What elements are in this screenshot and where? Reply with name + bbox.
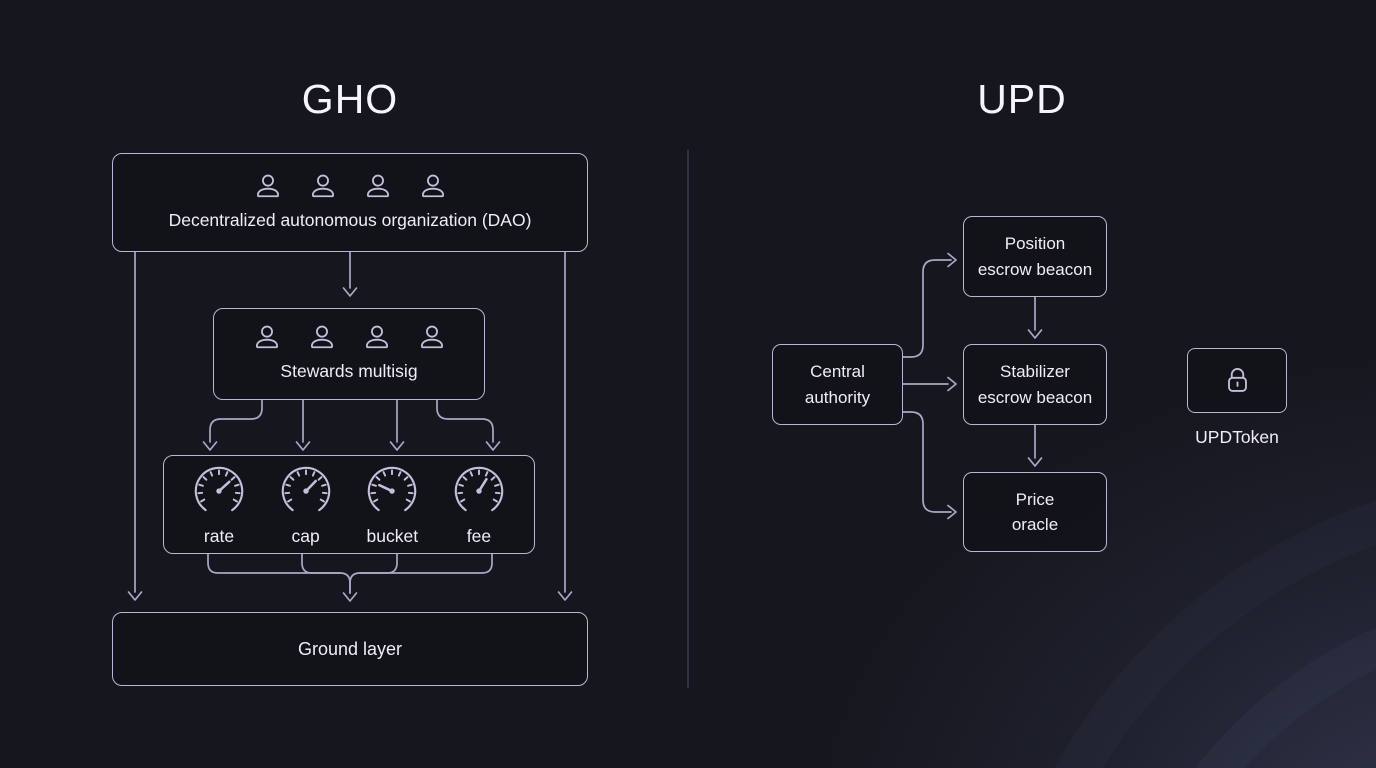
- updtoken-box: [1187, 348, 1287, 413]
- arrow-dao-to-stewards: [342, 251, 358, 297]
- gauge-label: bucket: [366, 525, 419, 546]
- position-beacon-line1: Position: [1004, 234, 1066, 253]
- arrow-stabilizer-to-price: [1027, 424, 1043, 467]
- arrows-stewards-to-gauges: [202, 399, 501, 451]
- dao-label: Decentralized autonomous organization (D…: [168, 209, 532, 230]
- gauge-label: rate: [203, 525, 235, 546]
- lock-icon: [1227, 368, 1247, 392]
- person-icon: [366, 174, 389, 198]
- central-authority-line1: Central: [810, 362, 865, 381]
- ground-layer-label: Ground layer: [297, 638, 403, 659]
- person-icon: [256, 174, 279, 198]
- person-icon: [310, 326, 333, 349]
- gauge-bucket: bucket: [351, 463, 433, 549]
- position-beacon-line2: escrow beacon: [977, 259, 1093, 279]
- person-icon: [421, 174, 444, 198]
- arrow-dao-to-ground-left: [127, 251, 143, 601]
- gauge-fee: fee: [438, 463, 520, 549]
- arrow-central-to-position: [902, 252, 957, 358]
- gauges-box: rate cap bucket fee: [163, 455, 535, 554]
- gauge-dial-icon: [361, 463, 424, 522]
- price-oracle-line2: oracle: [1011, 515, 1059, 534]
- arrow-position-to-stabilizer: [1027, 296, 1043, 339]
- dao-members: [253, 172, 448, 202]
- central-authority-line2: authority: [804, 387, 871, 407]
- stabilizer-beacon-line2: escrow beacon: [977, 387, 1093, 407]
- stabilizer-escrow-beacon-box: Stabilizer escrow beacon: [963, 344, 1107, 425]
- gauge-label: cap: [291, 525, 320, 546]
- person-icon: [311, 174, 334, 198]
- person-icon: [365, 326, 388, 349]
- gauge-cap: cap: [265, 463, 347, 549]
- ground-layer-box: Ground layer: [112, 612, 588, 686]
- arrow-gauges-merge-to-ground: [207, 553, 493, 602]
- person-icon: [420, 326, 443, 349]
- updtoken-label: UPDToken: [1195, 427, 1279, 447]
- gauge-dial-icon: [188, 463, 250, 522]
- arrow-dao-to-ground-right: [557, 251, 573, 601]
- position-escrow-beacon-box: Position escrow beacon: [963, 216, 1107, 297]
- stabilizer-beacon-line1: Stabilizer: [1000, 362, 1070, 381]
- arrow-central-to-price: [902, 411, 957, 520]
- dao-box: Decentralized autonomous organization (D…: [112, 153, 588, 252]
- stewards-members: [252, 323, 447, 353]
- gho-title: GHO: [301, 76, 399, 122]
- upd-title: UPD: [977, 76, 1067, 122]
- gauge-label: fee: [466, 525, 492, 546]
- price-oracle-line1: Price: [1015, 489, 1055, 509]
- gauge-dial-icon: [274, 463, 337, 522]
- price-oracle-box: Price oracle: [963, 472, 1107, 552]
- arrow-central-to-stabilizer: [902, 376, 957, 392]
- gauge-rate: rate: [178, 463, 260, 549]
- stewards-label: Stewards multisig: [280, 361, 418, 382]
- person-icon: [255, 326, 278, 349]
- central-authority-box: Central authority: [772, 344, 903, 425]
- gauge-dial-icon: [447, 463, 510, 522]
- stewards-multisig-box: Stewards multisig: [213, 308, 485, 400]
